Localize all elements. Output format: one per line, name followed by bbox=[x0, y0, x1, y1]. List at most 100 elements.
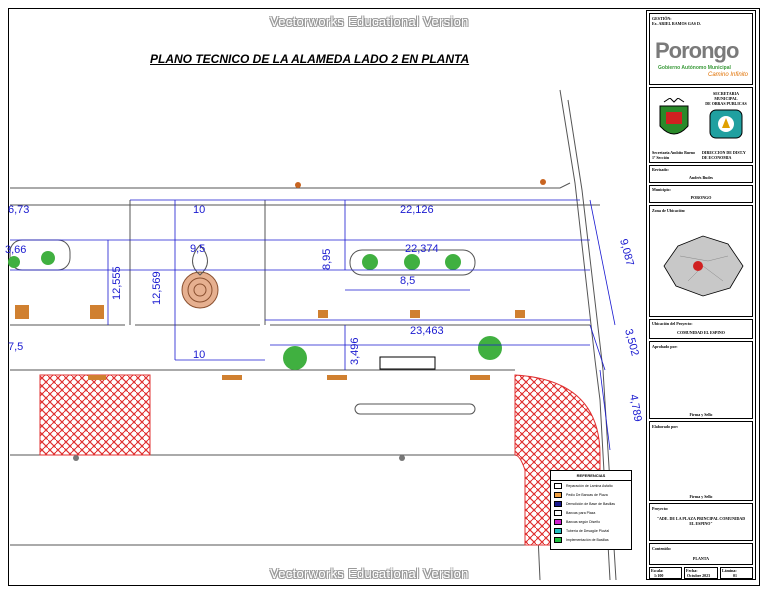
dim-22-374: 22,374 bbox=[405, 243, 439, 255]
proyecto-label: Proyecto: bbox=[652, 506, 669, 511]
municipio-label: Municipio: bbox=[652, 187, 671, 192]
elaborado-cell: Elaborado por: Firma y Sello bbox=[649, 421, 753, 501]
proyecto-cell: Proyecto: "ADE. DE LA PLAZA PRINCIPAL CO… bbox=[649, 503, 753, 541]
dim-8-95: 8,95 bbox=[321, 249, 333, 270]
watermark-bottom: Vectorworks Educational Version bbox=[270, 566, 469, 581]
ubicacion-proyecto-cell: Ubicación del Proyecto: COMUNIDAD EL ESP… bbox=[649, 319, 753, 339]
legend-label: Demolición de Base de Basillas bbox=[566, 501, 616, 506]
legend-label: Pedio De Bancas de Plaza bbox=[566, 492, 608, 497]
location-map-cell: Zona de Ubicación: bbox=[649, 205, 753, 317]
legend-swatch bbox=[554, 482, 562, 489]
gestion-label: GESTIÓN: bbox=[652, 16, 672, 21]
dim-9-5: 9,5 bbox=[190, 243, 205, 255]
dimension-labels: 6,73 10 22,126 3,66 9,5 8,95 22,374 9,08… bbox=[5, 204, 644, 423]
location-map-icon bbox=[663, 235, 744, 297]
public-works-seal-icon bbox=[709, 109, 743, 139]
lamp-posts bbox=[73, 179, 546, 461]
dim-22-126: 22,126 bbox=[400, 204, 434, 216]
benches bbox=[15, 305, 525, 380]
escala-cell: Escala: 1:100 bbox=[649, 567, 682, 579]
legend-swatch bbox=[554, 518, 562, 525]
dim-3-66: 3,66 bbox=[5, 244, 26, 256]
dim-3-496: 3,496 bbox=[349, 337, 361, 365]
legend-label: Implementación de Basillas bbox=[566, 537, 609, 542]
dim-12-569: 12,569 bbox=[151, 271, 163, 305]
bench-outline bbox=[354, 403, 476, 415]
municipal-seal-icon bbox=[659, 98, 689, 135]
legend-item: Implementación de Basillas bbox=[551, 535, 631, 544]
lamina-cell: Lámina: 01 bbox=[720, 567, 753, 579]
dim-7-5: 7,5 bbox=[8, 341, 23, 353]
municipio-value: PORONGO bbox=[690, 195, 712, 200]
firma-sello-2: Firma y Sello bbox=[689, 494, 713, 499]
dim-10-top: 10 bbox=[193, 204, 205, 216]
legend-item: Demolición de Base de Basillas bbox=[551, 499, 631, 508]
contenido-cell: Contenido: PLANTA bbox=[649, 543, 753, 565]
sign-board bbox=[379, 356, 436, 370]
legend-label: Bancas para Plaza bbox=[566, 510, 596, 515]
contenido-label: Contenido: bbox=[652, 546, 672, 551]
legend-swatch bbox=[554, 527, 562, 534]
legend-swatch bbox=[554, 536, 562, 543]
dim-23-463: 23,463 bbox=[410, 325, 444, 337]
legend-label: Tubería de Desagüe Pluvial bbox=[566, 528, 610, 533]
legend-item: Bancas para Plaza bbox=[551, 508, 631, 517]
legend-title: REFERENCIAS bbox=[551, 471, 631, 481]
dimension-lines bbox=[10, 199, 616, 451]
fecha-value: Octubre 2023 bbox=[687, 573, 711, 578]
legend-swatch bbox=[554, 509, 562, 516]
legend-label: Bancas según Diseño bbox=[566, 519, 601, 524]
logo-tagline: Camino Infinito bbox=[708, 72, 749, 78]
fountain bbox=[181, 244, 219, 309]
proyecto-value-2: EL ESPINO" bbox=[689, 521, 713, 526]
municipio-cell: Municipio: PORONGO bbox=[649, 185, 753, 203]
lamina-value: 01 bbox=[733, 573, 737, 578]
left-seal-caption-2: 1º Sección bbox=[652, 155, 670, 160]
footer-cells: Escala: 1:100 Fecha: Octubre 2023 Lámina… bbox=[649, 567, 753, 579]
legend-item: Tubería de Desagüe Pluvial bbox=[551, 526, 631, 535]
revisado-cell: Revisado: Andrés Budes bbox=[649, 165, 753, 183]
secretaria-3: DE OBRAS PUBLICAS bbox=[705, 101, 747, 106]
logo-cell: GESTIÓN: Ex. ARIEL RAMOS GAS D. Porongo … bbox=[649, 13, 753, 85]
logo-subtitle: Gobierno Autónomo Municipal bbox=[658, 65, 731, 71]
plan-title: PLANO TECNICO DE LA ALAMEDA LADO 2 EN PL… bbox=[150, 52, 470, 66]
dim-9-087: 9,087 bbox=[617, 238, 636, 268]
gestion-value: Ex. ARIEL RAMOS GAS D. bbox=[652, 21, 701, 26]
aprobado-label: Aprobado por: bbox=[652, 344, 678, 349]
ubicacion-ref-value: COMUNIDAD EL ESPINO bbox=[677, 330, 725, 335]
dim-3-502: 3,502 bbox=[622, 328, 641, 358]
legend-swatch bbox=[554, 500, 562, 507]
right-seal-caption-1: DIRECCION DE DIST.Y bbox=[702, 150, 746, 155]
right-seal-caption-2: DE ECONOMIA bbox=[702, 155, 732, 160]
drawing-sheet bbox=[8, 8, 760, 586]
legend-label: Reparación de Lamina Asfalto bbox=[566, 483, 613, 488]
escala-value: 1:100 bbox=[654, 573, 664, 578]
fecha-cell: Fecha: Octubre 2023 bbox=[684, 567, 718, 579]
left-seal-caption-1: Secretaría Ambito Bueno bbox=[652, 150, 696, 155]
fecha-label: Fecha: bbox=[686, 568, 698, 573]
lamina-label: Lámina: bbox=[722, 568, 737, 573]
dim-8-5: 8,5 bbox=[400, 275, 415, 287]
contenido-value: PLANTA bbox=[692, 556, 710, 561]
dim-6-73: 6,73 bbox=[8, 204, 29, 216]
dim-12-555: 12,555 bbox=[111, 266, 123, 300]
firma-sello-1: Firma y Sello bbox=[689, 412, 713, 417]
revisado-value: Andrés Budes bbox=[689, 175, 713, 180]
proyecto-value-1: "ADE. DE LA PLAZA PRINCIPAL COMUNIDAD bbox=[656, 516, 746, 521]
legend-item: Reparación de Lamina Asfalto bbox=[551, 481, 631, 490]
secretaria-2: MUNICIPAL bbox=[714, 96, 738, 101]
revisado-label: Revisado: bbox=[652, 167, 669, 172]
planter-right bbox=[349, 249, 476, 276]
secretaria-1: SECRETARIA bbox=[713, 91, 739, 96]
legend-item: Bancas según Diseño bbox=[551, 517, 631, 526]
legend-box: REFERENCIAS Reparación de Lamina Asfalto… bbox=[550, 470, 632, 550]
legend-swatch bbox=[554, 491, 562, 498]
watermark-top: Vectorworks Educational Version bbox=[270, 14, 469, 29]
escala-label: Escala: bbox=[651, 568, 664, 573]
dim-4-789: 4,789 bbox=[627, 393, 644, 422]
brick-paving-left bbox=[39, 374, 151, 456]
dim-10-bottom: 10 bbox=[193, 349, 205, 361]
ubicacion-label: Zona de Ubicación: bbox=[652, 208, 686, 213]
porongo-logo: Porongo bbox=[655, 38, 739, 63]
